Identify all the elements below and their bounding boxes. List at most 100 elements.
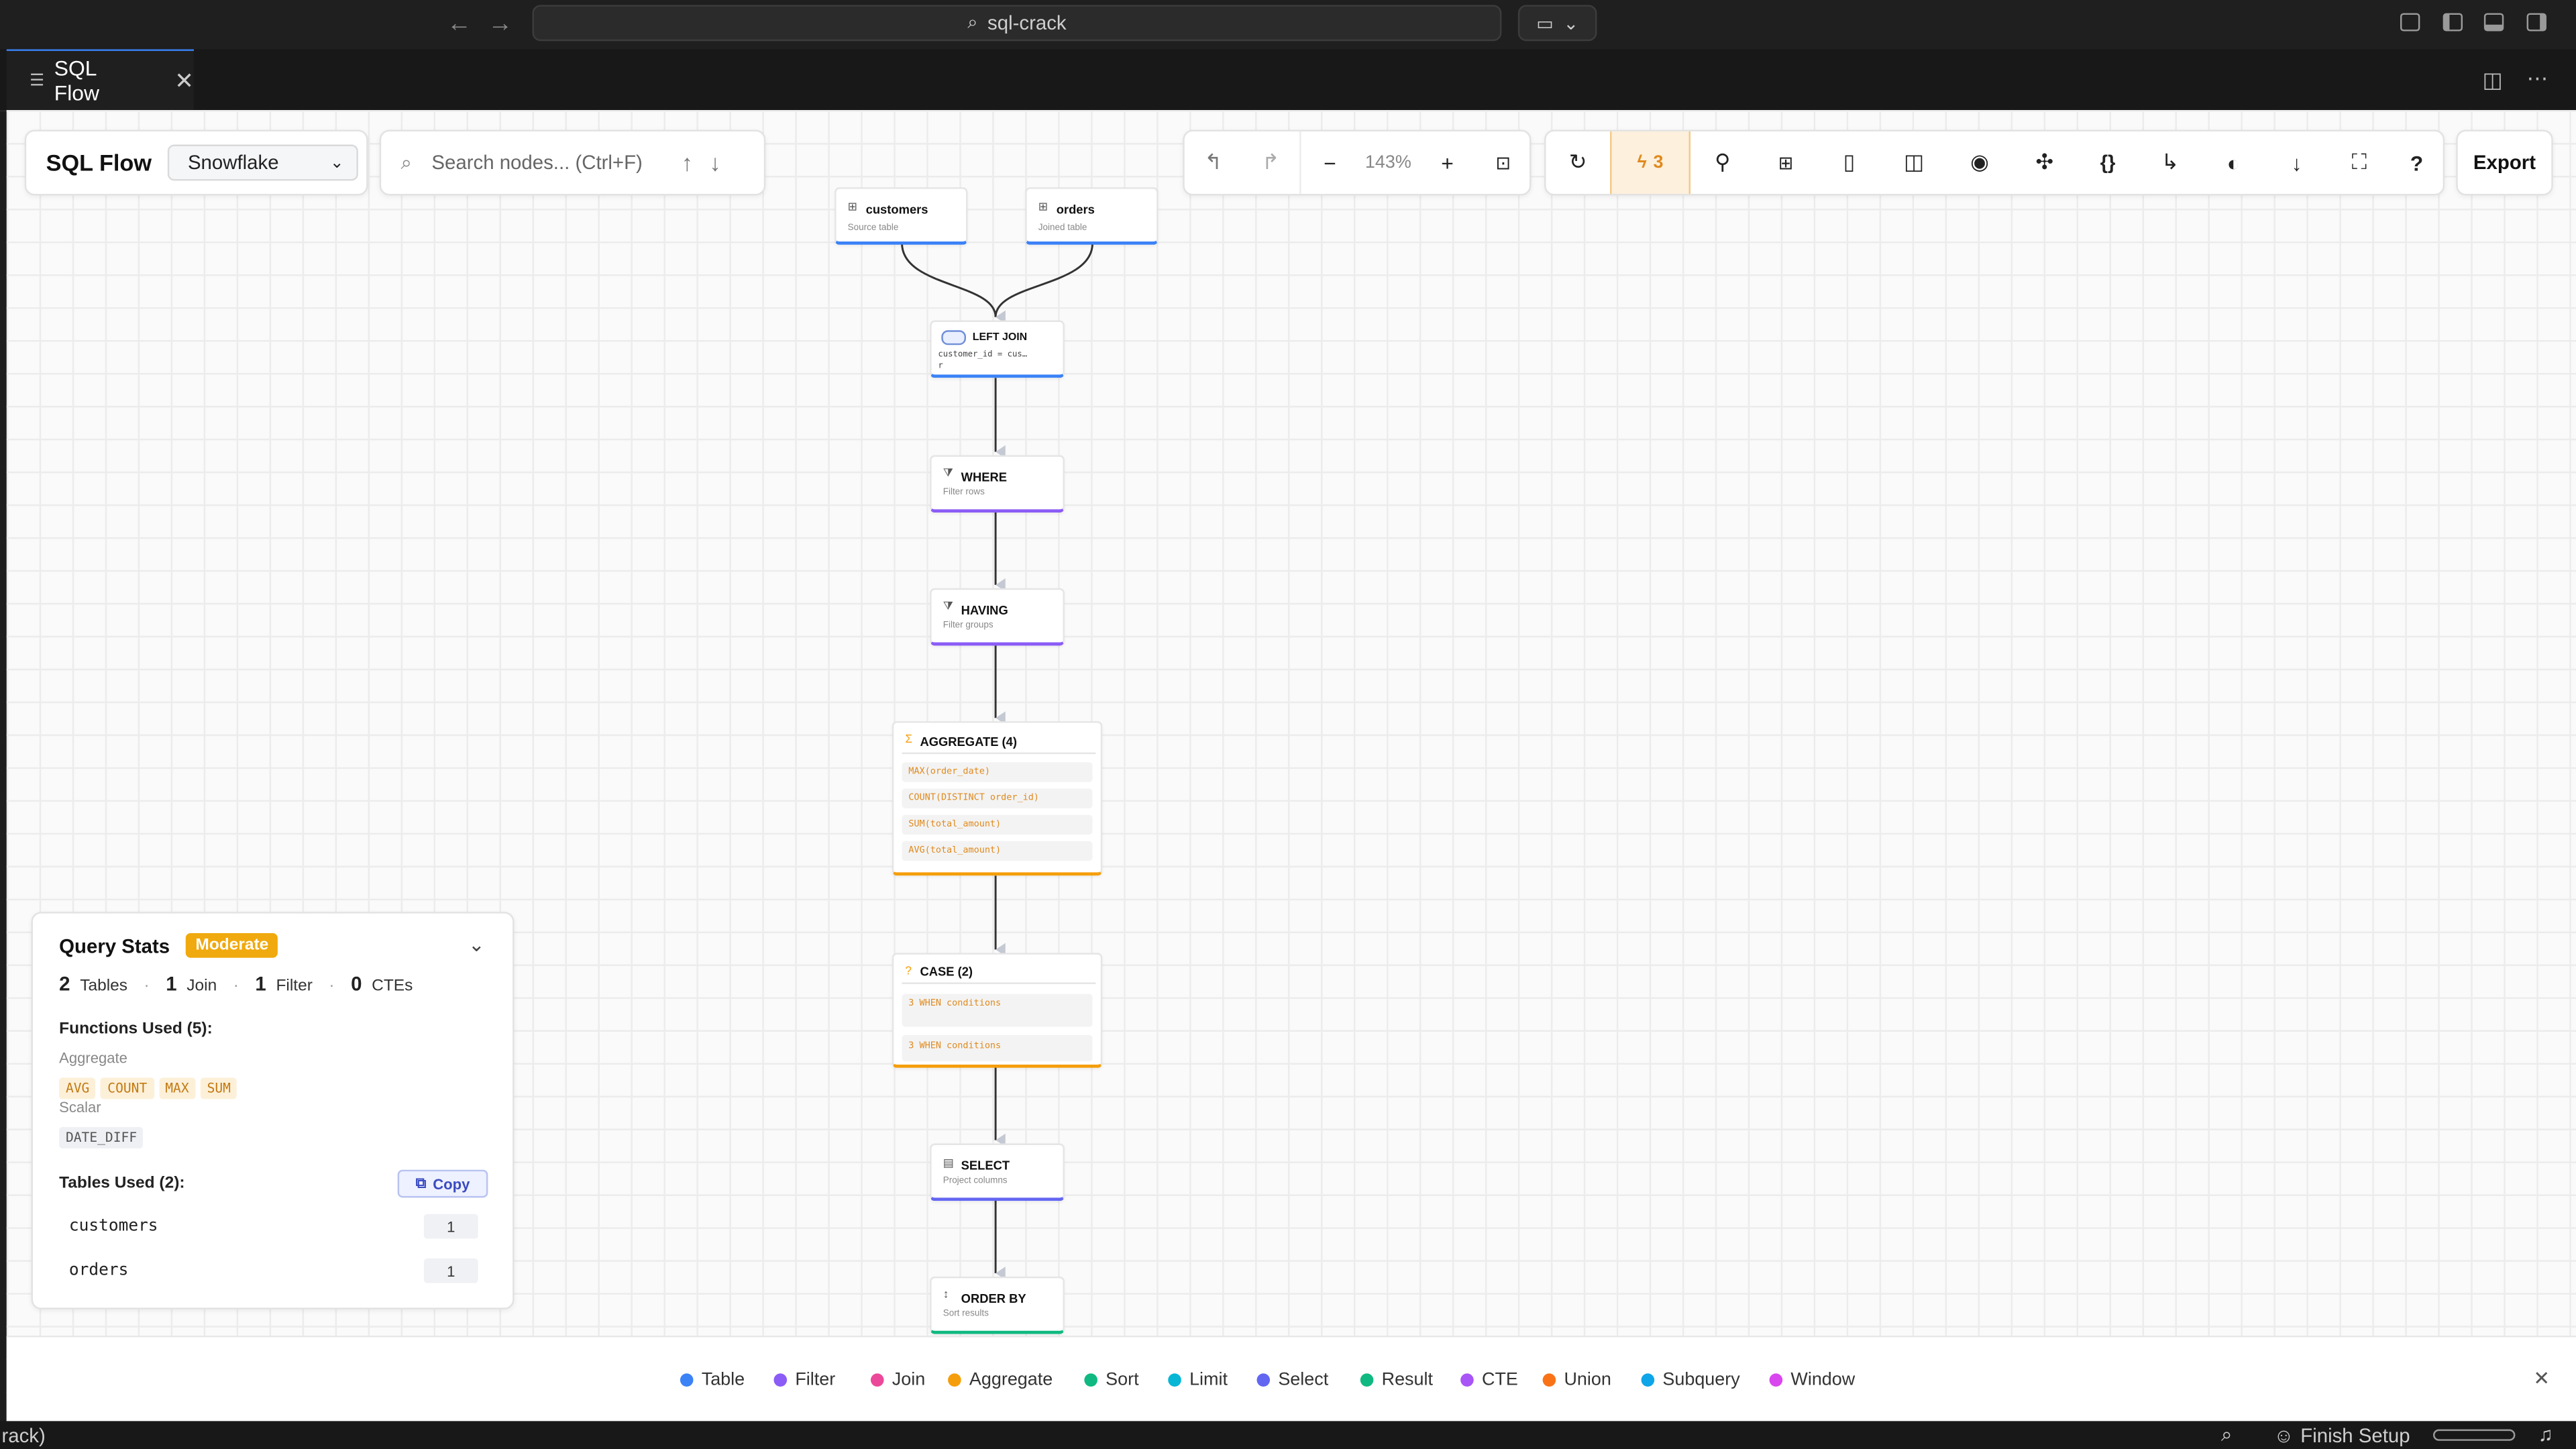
export-button[interactable]: Export [2456, 129, 2553, 196]
count-label: Filter [276, 977, 313, 996]
node-having[interactable]: ⧩ HAVING Filter groups [930, 588, 1065, 646]
copy-tables-button[interactable]: ⧉ Copy [397, 1169, 488, 1198]
zoom-icon[interactable]: ⌕ [2221, 1422, 2233, 1446]
more-actions-icon[interactable]: ⋯ [2526, 65, 2548, 91]
table-name: customers [68, 1217, 158, 1236]
title-panel: SQL Flow Snowflake ⌄ [24, 129, 368, 196]
hints-count: 3 [1653, 152, 1664, 173]
aggregate-item: AVG(total_amount) [902, 841, 1093, 861]
progress-track [2432, 1429, 2516, 1441]
copilot-chat-button[interactable]: ▭ ⌄ [1517, 5, 1597, 42]
toggle-panel-icon[interactable] [2483, 13, 2504, 32]
zoom-in-button[interactable]: + [1417, 131, 1477, 194]
legend-item-result: Result [1360, 1370, 1433, 1390]
legend-item-cte: CTE [1460, 1370, 1518, 1390]
node-order-by[interactable]: ↕ ORDER BY Sort results [930, 1276, 1065, 1334]
clipboard-button[interactable]: ▯ [1817, 131, 1882, 194]
zoom-out-button[interactable]: − [1301, 131, 1359, 194]
customize-layout-icon[interactable] [2400, 13, 2420, 32]
hints-button[interactable]: ϟ 3 [1610, 131, 1691, 194]
node-select[interactable]: ▤ SELECT Project columns [930, 1143, 1065, 1201]
node-where[interactable]: ⧩ WHERE Filter rows [930, 455, 1065, 513]
pin-button[interactable]: ⚲ [1690, 131, 1755, 194]
table-icon: ⊞ [847, 202, 858, 214]
help-button[interactable]: ? [2390, 131, 2443, 194]
move-button[interactable]: ✣ [2012, 131, 2077, 194]
dialect-select[interactable]: Snowflake ⌄ [168, 144, 359, 181]
copy-icon: ⧉ [415, 1175, 427, 1191]
legend-dot [1084, 1373, 1097, 1387]
node-divider [902, 982, 1096, 984]
count-label: CTEs [372, 977, 413, 996]
count-label: Tables [80, 977, 128, 996]
route-button[interactable]: ↳ [2139, 131, 2202, 194]
status-left-text: rack) [1, 1424, 46, 1448]
arrow-up-icon[interactable]: ↑ [681, 149, 693, 176]
close-icon[interactable]: ✕ [174, 66, 194, 93]
route-icon: ↳ [2161, 149, 2180, 174]
legend-item-table: Table [680, 1370, 745, 1390]
legend-dot [1542, 1373, 1556, 1387]
forward-arrow-icon[interactable]: → [488, 9, 513, 38]
braces-icon: {} [2100, 151, 2116, 174]
back-arrow-icon[interactable]: ← [447, 9, 472, 38]
tools-panel: ↻ ϟ 3 ⚲ ⊞ ▯ ◫ ◉ ✣ {} ↳ ◐ ↓ ⛶ ? [1544, 129, 2445, 196]
node-label: HAVING [961, 602, 1008, 618]
node-left-join[interactable]: LEFT JOIN customer_id = cus… r [930, 320, 1065, 378]
aggregate-item: MAX(order_date) [902, 762, 1093, 782]
node-customers[interactable]: ⊞ customers Source table [835, 187, 968, 245]
zoom-panel: ↰ ↱ − 143% + ⊡ [1183, 129, 1532, 196]
node-sublabel: Joined table [1038, 223, 1087, 233]
legend-label: Result [1381, 1370, 1433, 1390]
download-icon: ↓ [2291, 150, 2302, 175]
legend-dot [870, 1373, 884, 1387]
theme-toggle-button[interactable]: ◐ [2202, 131, 2266, 194]
chevron-down-icon[interactable]: ⌄ [468, 933, 485, 957]
redo-icon: ↱ [1261, 149, 1280, 174]
command-center[interactable]: ⌕ sql-crack [532, 5, 1502, 42]
count-label: Join [186, 977, 217, 996]
search-input[interactable] [428, 149, 665, 176]
view-button[interactable]: ◉ [1947, 131, 2012, 194]
stats-title: Query Stats [59, 934, 170, 958]
divider [1299, 131, 1301, 194]
grid-button[interactable]: ⊞ [1755, 131, 1817, 194]
node-case[interactable]: ? CASE (2) 3 WHEN conditions 3 WHEN cond… [892, 953, 1103, 1068]
redo-button[interactable]: ↱ [1242, 131, 1299, 194]
sql-code-button[interactable]: {} [2077, 131, 2139, 194]
refresh-button[interactable]: ↻ [1546, 131, 1611, 194]
tables-title: Tables Used (2): [59, 1175, 185, 1193]
chevron-down-icon: ⌄ [1563, 13, 1579, 34]
minus-icon: − [1324, 150, 1336, 175]
close-legend-icon[interactable]: ✕ [2533, 1366, 2551, 1390]
legend-item-window: Window [1769, 1370, 1855, 1390]
legend-dot [1460, 1373, 1474, 1387]
search-icon: ⌕ [400, 150, 413, 174]
toggle-secondary-sidebar-icon[interactable] [2526, 13, 2546, 32]
node-sublabel: Filter rows [943, 488, 985, 498]
legend-item-filter: Filter [773, 1370, 835, 1390]
count-value: 2 [59, 972, 70, 996]
split-editor-icon[interactable]: ◫ [2482, 67, 2503, 93]
fit-view-button[interactable]: ⊡ [1477, 131, 1529, 194]
legend-item-subquery: Subquery [1641, 1370, 1740, 1390]
notifications-bell-icon[interactable]: ♫ [2538, 1422, 2553, 1446]
preview-icon: ☰ [30, 71, 45, 90]
fullscreen-button[interactable]: ⛶ [2328, 131, 2390, 194]
undo-button[interactable]: ↰ [1185, 131, 1242, 194]
tab-sql-flow[interactable]: ☰ SQL Flow ✕ [6, 49, 194, 111]
toggle-primary-sidebar-icon[interactable] [2443, 13, 2463, 32]
finish-setup-button[interactable]: ☺ Finish Setup [2273, 1424, 2410, 1447]
download-button[interactable]: ↓ [2265, 131, 2328, 194]
legend-label: Select [1278, 1370, 1329, 1390]
chevron-down-icon: ⌄ [330, 153, 344, 172]
edge-orders-join [994, 243, 1094, 324]
node-orders[interactable]: ⊞ orders Joined table [1025, 187, 1159, 245]
copilot-icon: ☺ [2273, 1424, 2294, 1448]
node-aggregate[interactable]: Σ AGGREGATE (4) MAX(order_date) COUNT(DI… [892, 721, 1103, 876]
eye-icon: ◉ [1970, 149, 1989, 174]
compare-button[interactable]: ◫ [1881, 131, 1947, 194]
legend-dot [773, 1373, 788, 1387]
arrow-down-icon[interactable]: ↓ [709, 149, 721, 176]
